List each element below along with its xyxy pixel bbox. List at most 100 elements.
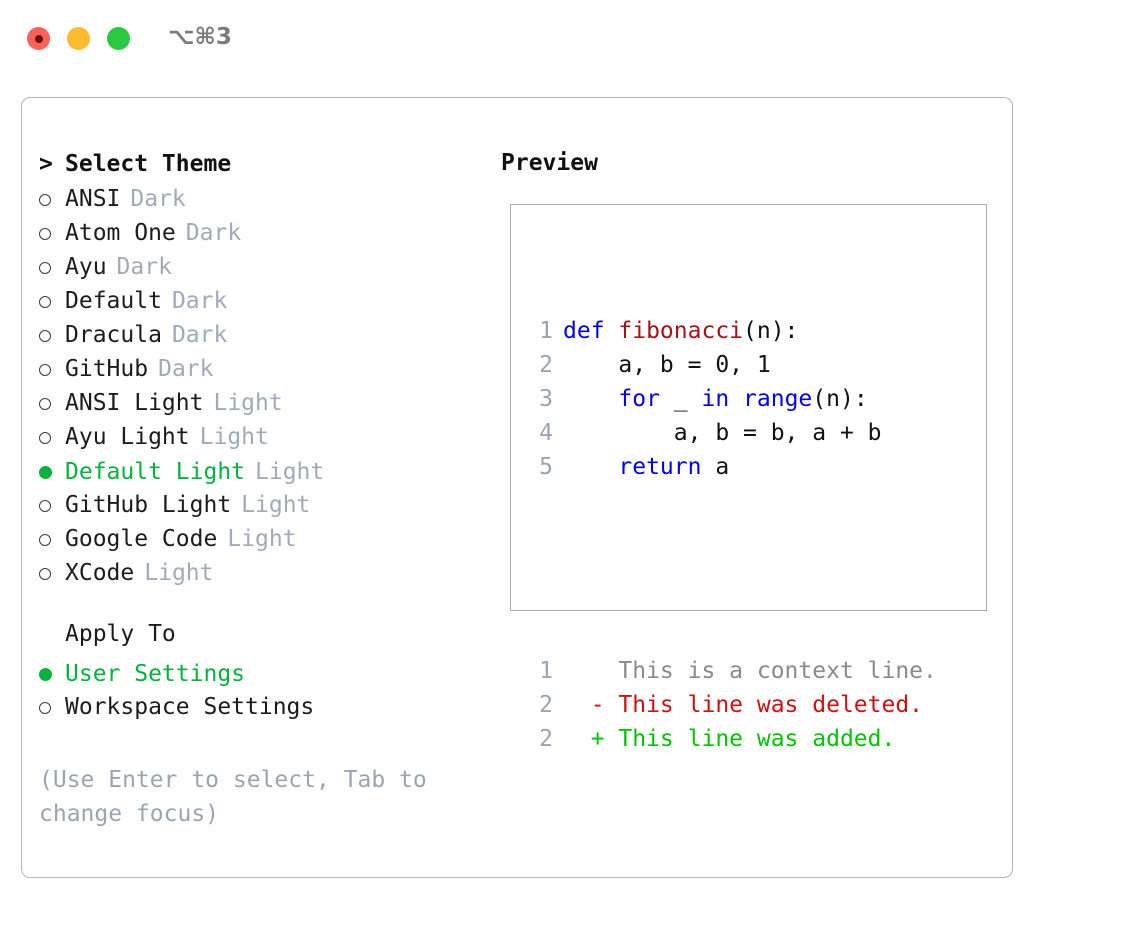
prompt-caret-icon: > xyxy=(39,151,53,177)
radio-mark xyxy=(39,398,51,410)
code-token: a, b = 0, 1 xyxy=(618,352,771,378)
theme-name: GitHub xyxy=(65,356,149,382)
select-theme-title: Select Theme xyxy=(65,151,232,177)
code-line: 3 for _ in range(n): xyxy=(529,382,937,416)
radio-empty-icon[interactable] xyxy=(39,183,65,217)
theme-variant-tag: Light xyxy=(255,458,325,485)
radio-mark xyxy=(39,262,51,274)
apply-to-item[interactable]: User Settings xyxy=(39,657,479,691)
radio-mark xyxy=(39,364,51,376)
radio-mark xyxy=(39,534,51,546)
radio-empty-icon[interactable] xyxy=(39,523,65,557)
code-line-number: 2 xyxy=(539,352,553,378)
close-button[interactable] xyxy=(27,27,50,50)
code-line-number: 3 xyxy=(539,386,553,412)
diff-line: 2 + This line was added. xyxy=(529,722,937,756)
maximize-button[interactable] xyxy=(107,27,130,50)
code-token: in xyxy=(701,386,744,412)
theme-name: Dracula xyxy=(65,322,162,348)
code-line-number: 1 xyxy=(539,318,553,344)
keyboard-hint: (Use Enter to select, Tab to change focu… xyxy=(39,767,427,827)
theme-name: Ayu Light xyxy=(65,424,190,450)
diff-text: This line was deleted. xyxy=(618,692,924,718)
radio-empty-icon[interactable] xyxy=(39,557,65,591)
theme-variant-tag: Light xyxy=(144,560,214,586)
code-token: range xyxy=(743,386,813,412)
radio-empty-icon[interactable] xyxy=(39,421,65,455)
theme-variant-tag: Dark xyxy=(171,322,228,348)
radio-mark xyxy=(39,330,51,342)
minimize-button[interactable] xyxy=(67,27,90,50)
theme-name: XCode xyxy=(65,560,135,586)
theme-name: GitHub Light xyxy=(65,492,232,518)
radio-empty-icon[interactable] xyxy=(39,489,65,523)
preview-title: Preview xyxy=(501,150,598,176)
radio-mark xyxy=(39,432,51,444)
code-line-content: for _ in range(n): xyxy=(563,382,868,416)
theme-list-item[interactable]: GitHub Light Light xyxy=(39,489,479,523)
radio-mark xyxy=(39,500,51,512)
theme-variant-tag: Dark xyxy=(130,186,186,212)
theme-list-item[interactable]: XCode Light xyxy=(39,557,479,591)
radio-mark xyxy=(39,568,51,580)
radio-empty-icon[interactable] xyxy=(39,319,65,353)
code-line-number: 5 xyxy=(539,454,553,480)
diff-lines: 1 This is a context line.2 - This line w… xyxy=(529,654,937,756)
radio-mark xyxy=(39,702,51,714)
code-line: 5 return a xyxy=(529,450,937,484)
diff-text: This line was added. xyxy=(618,726,896,752)
radio-empty-icon[interactable] xyxy=(39,285,65,319)
theme-variant-tag: Dark xyxy=(116,254,172,280)
code-token: return xyxy=(618,454,716,480)
diff-line: 2 - This line was deleted. xyxy=(529,688,937,722)
radio-empty-icon[interactable] xyxy=(39,251,65,285)
theme-variant-tag: Dark xyxy=(185,220,242,246)
code-line: 4 a, b = b, a + b xyxy=(529,416,937,450)
theme-variant-tag: Light xyxy=(227,526,297,552)
code-token: a xyxy=(715,454,730,480)
theme-list-item[interactable]: GitHub Dark xyxy=(39,353,479,387)
radio-mark xyxy=(39,465,52,479)
radio-selected-icon[interactable] xyxy=(39,657,65,691)
diff-line-number: 2 xyxy=(539,692,553,718)
diff-sign xyxy=(563,654,618,688)
theme-name: Google Code xyxy=(65,526,218,552)
radio-empty-icon[interactable] xyxy=(39,387,65,421)
code-token: fibonacci xyxy=(618,318,744,344)
section-spacer xyxy=(39,591,479,621)
theme-variant-tag: Dark xyxy=(158,356,214,382)
radio-mark xyxy=(39,667,52,681)
code-token: a, b = b, a + b xyxy=(673,420,882,446)
radio-empty-icon[interactable] xyxy=(39,353,65,387)
radio-selected-icon[interactable] xyxy=(39,455,65,489)
theme-list-item[interactable]: Atom One Dark xyxy=(39,217,479,251)
theme-list-item[interactable]: Google Code Light xyxy=(39,523,479,557)
radio-mark xyxy=(39,194,51,206)
diff-sign: + xyxy=(563,726,619,752)
diff-sign: - xyxy=(563,692,619,718)
radio-empty-icon[interactable] xyxy=(39,217,65,251)
code-token: (n): xyxy=(812,386,868,412)
code-blank-line xyxy=(529,552,937,586)
code-token: for xyxy=(618,386,674,412)
radio-empty-icon[interactable] xyxy=(39,691,65,725)
apply-to-item[interactable]: Workspace Settings xyxy=(39,691,479,725)
theme-list-item[interactable]: Dracula Dark xyxy=(39,319,479,353)
theme-name: Default xyxy=(65,288,162,314)
code-line-content: a, b = b, a + b xyxy=(563,416,882,450)
theme-variant-tag: Light xyxy=(241,492,311,518)
theme-name: Atom One xyxy=(65,220,176,246)
code-token: (n): xyxy=(743,318,799,344)
